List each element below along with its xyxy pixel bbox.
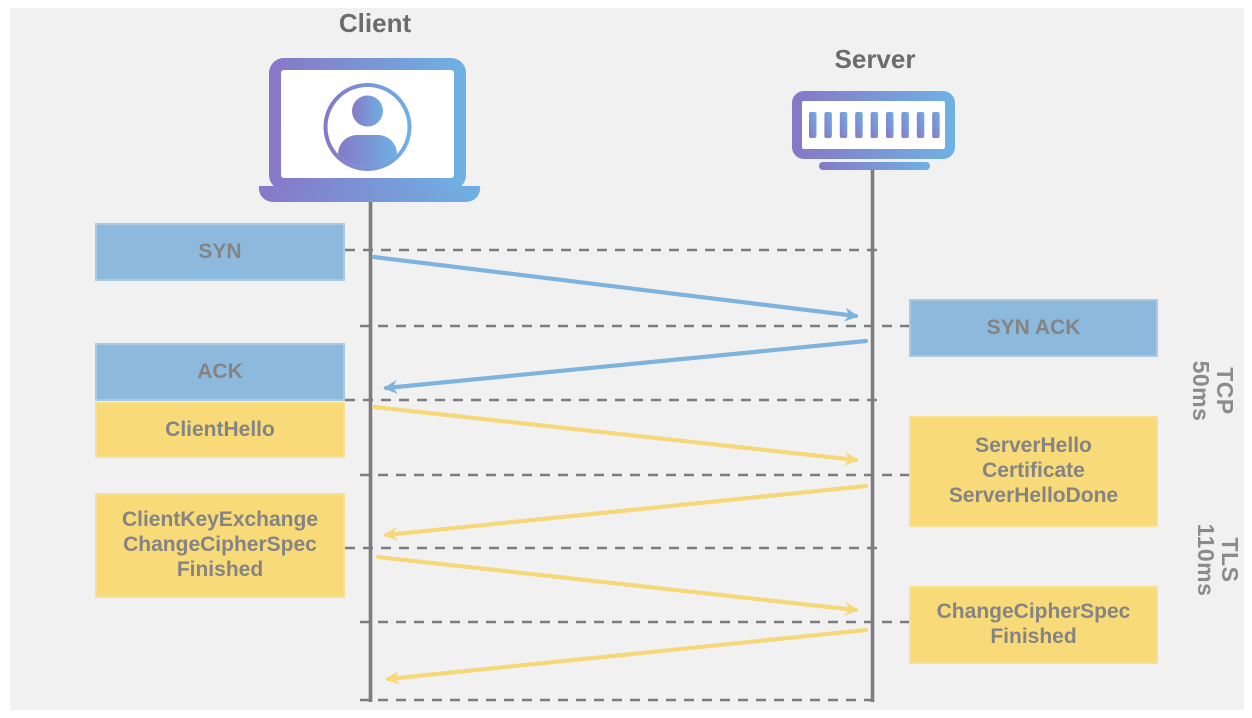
person-icon [323, 83, 412, 171]
server-rack-icon [792, 91, 955, 170]
message-box-change-cipher-spec: ChangeCipherSpec Finished [909, 586, 1158, 664]
message-box-client-key-exchange: ClientKeyExchange ChangeCipherSpec Finis… [95, 493, 345, 598]
syn-arrow [371, 254, 859, 322]
client-key-exchange-arrow [375, 554, 859, 616]
message-box-client-hello: ClientHello [95, 402, 345, 458]
server-title: Server [834, 44, 916, 74]
change-cipher-spec-arrow [385, 627, 869, 685]
phase-label-tls: TLS 110ms [1193, 523, 1244, 597]
syn-ack-arrow [383, 338, 869, 394]
message-box-ack: ACK [95, 343, 345, 401]
message-box-server-hello: ServerHello Certificate ServerHelloDone [909, 416, 1158, 527]
server-hello-arrow [383, 483, 869, 541]
phase-label-tcp: TCP 50ms [1188, 360, 1239, 422]
message-box-syn-ack: SYN ACK [909, 299, 1158, 357]
message-box-syn: SYN [95, 223, 345, 281]
laptop-icon [258, 58, 481, 203]
client-title: Client [338, 8, 412, 38]
client-hello-arrow [371, 404, 859, 466]
